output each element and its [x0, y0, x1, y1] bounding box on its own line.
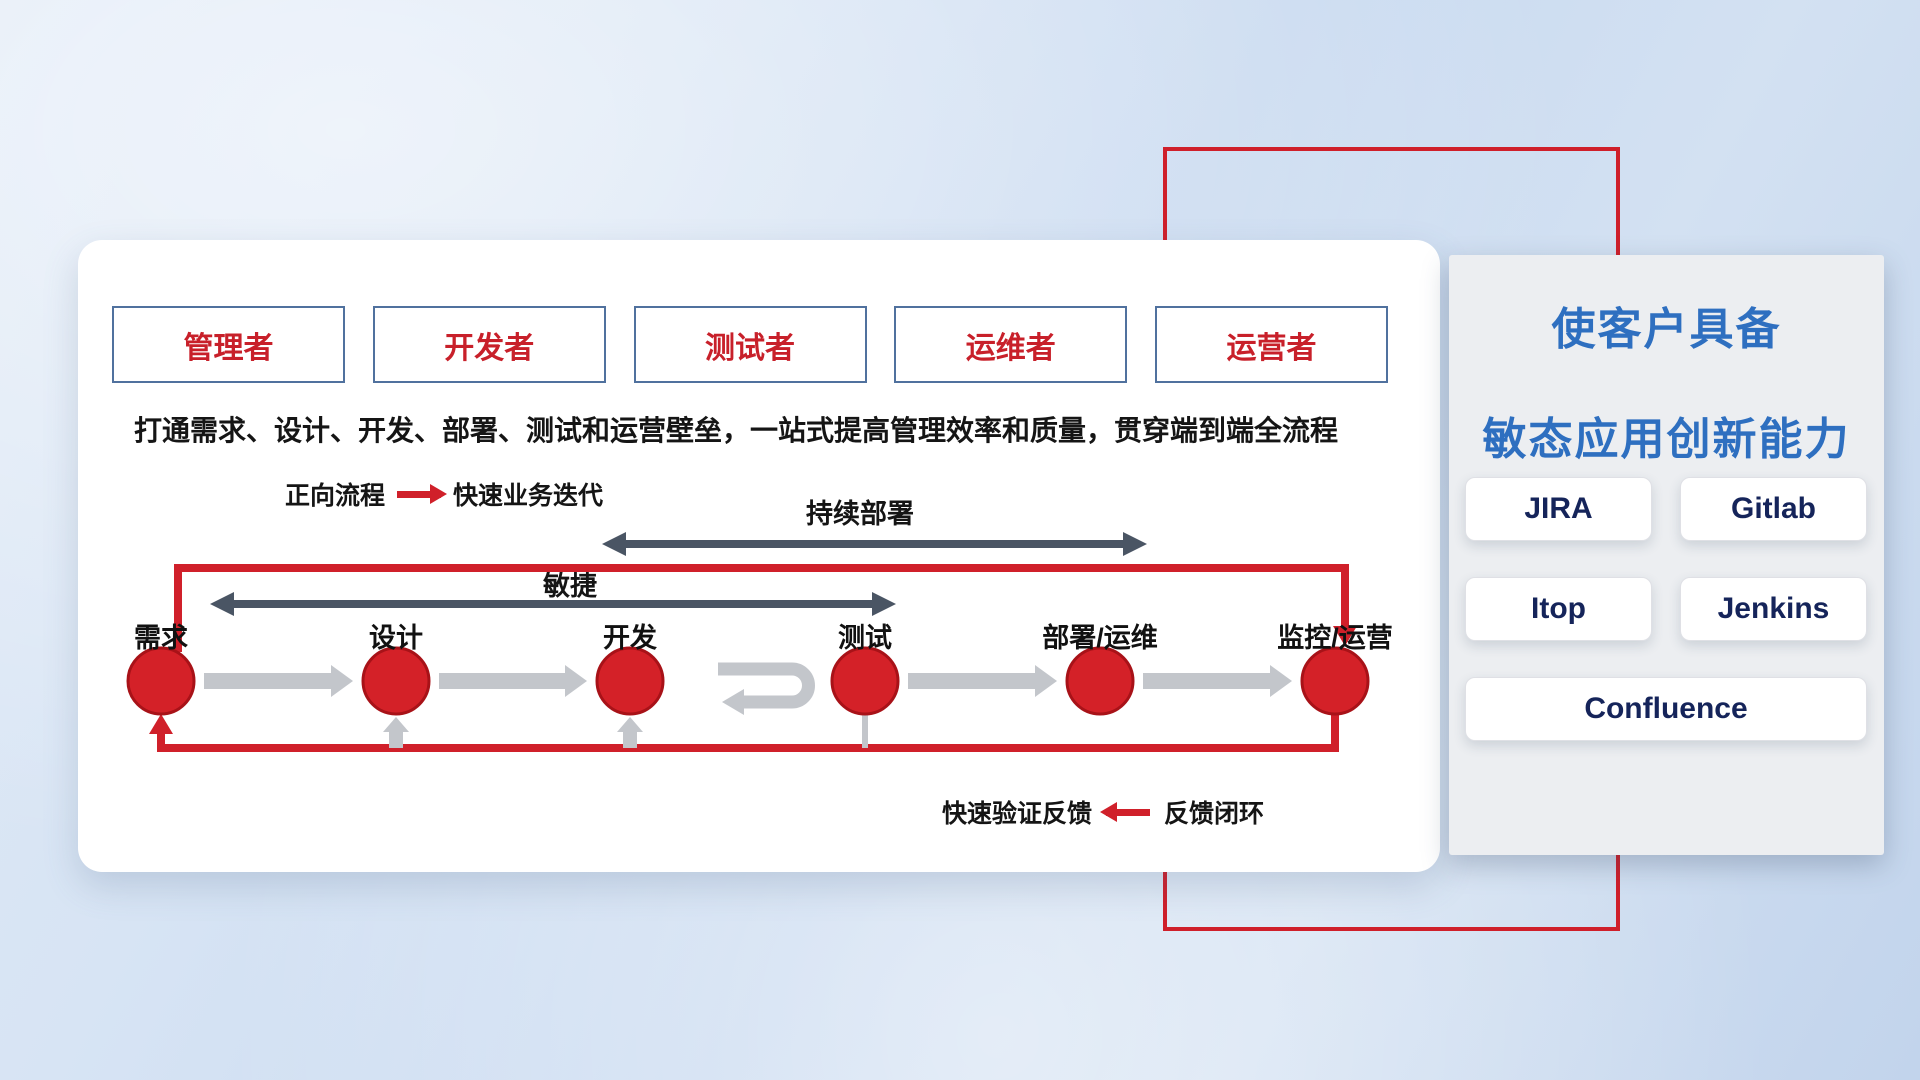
- feedback-legend: 快速验证反馈 反馈闭环: [942, 796, 1264, 828]
- role-label: 开发者: [444, 331, 535, 365]
- stage-label-design: 设计: [369, 623, 423, 653]
- feedback-loop-line: [149, 712, 1339, 752]
- role-box-manager: 管理者: [112, 306, 345, 383]
- capability-title-line2: 敏态应用创新能力: [1482, 415, 1851, 464]
- tool-box-jenkins: Jenkins: [1680, 577, 1867, 641]
- forward-loop-line: [174, 564, 1357, 652]
- stage-connector-arrow: [908, 665, 1057, 697]
- stage-connector-arrow: [1143, 665, 1292, 697]
- forward-flow-value: 快速业务迭代: [453, 482, 604, 510]
- stage-node-circle: [126, 646, 196, 716]
- up-arrow-icon: [383, 717, 409, 748]
- stage-nodes: [126, 646, 1370, 716]
- stage-node-circle: [830, 646, 900, 716]
- stage-node-circle: [1300, 646, 1370, 716]
- tool-box-jira: JIRA: [1465, 477, 1652, 541]
- stage-label-test: 测试: [838, 623, 892, 653]
- capability-title-line1: 使客户具备: [1551, 305, 1782, 354]
- stage-node-circle: [595, 646, 665, 716]
- role-label: 运维者: [965, 331, 1056, 365]
- continuous-deployment-arrow-icon: [602, 532, 1147, 556]
- role-box-operator: 运营者: [1155, 306, 1388, 383]
- stage-connector-arrows: [204, 662, 1292, 748]
- stage-label-monitor-ops: 监控/运营: [1277, 623, 1393, 653]
- agile-label: 敏捷: [543, 571, 597, 601]
- forward-flow-label: 正向流程: [285, 482, 386, 510]
- feedback-value: 快速验证反馈: [942, 800, 1093, 828]
- tool-box-confluence: Confluence: [1465, 677, 1867, 741]
- forward-flow-legend: 正向流程 快速业务迭代: [285, 478, 603, 510]
- stage-node-circle: [1065, 646, 1135, 716]
- subtitle-text: 打通需求、设计、开发、部署、测试和运营壁垒，一站式提高管理效率和质量，贯穿端到端…: [134, 415, 1339, 446]
- up-arrow-icon: [617, 717, 643, 748]
- right-arrow-icon: [397, 483, 448, 504]
- agile-double-arrow-icon: [210, 592, 896, 616]
- stage-label-develop: 开发: [603, 623, 657, 653]
- role-label: 运营者: [1226, 331, 1317, 365]
- continuous-deployment-label: 持续部署: [806, 499, 914, 529]
- role-label: 管理者: [183, 331, 274, 365]
- role-row: 管理者 开发者 测试者 运维者 运营者: [112, 306, 1388, 383]
- stage-label-requirement: 需求: [134, 623, 188, 653]
- role-box-ops: 运维者: [894, 306, 1128, 383]
- role-box-developer: 开发者: [372, 306, 606, 383]
- tool-box-gitlab: Gitlab: [1680, 477, 1867, 541]
- tool-box-itop: Itop: [1465, 577, 1652, 641]
- stage-node-circle: [361, 646, 431, 716]
- capability-panel: 使客户具备 敏态应用创新能力 JIRA Gitlab Itop Jenkins …: [1449, 255, 1884, 855]
- stage-connector-arrow: [439, 665, 587, 697]
- flow-diagram: [126, 532, 1370, 752]
- test-feedback-connector: [862, 714, 868, 748]
- devops-flow-panel: 管理者 开发者 测试者 运维者 运营者 打通需求、设计、开发、部署、测试和运营壁…: [78, 240, 1440, 872]
- feedback-label: 反馈闭环: [1164, 800, 1265, 828]
- stage-connector-arrow: [204, 665, 353, 697]
- role-label: 测试者: [705, 331, 795, 365]
- role-box-tester: 测试者: [633, 306, 867, 383]
- iteration-arrow-icon: [718, 662, 815, 715]
- left-arrow-icon: [1100, 801, 1151, 822]
- tool-grid: JIRA Gitlab Itop Jenkins Confluence: [1465, 477, 1867, 741]
- stage-label-deploy-ops: 部署/运维: [1042, 623, 1158, 653]
